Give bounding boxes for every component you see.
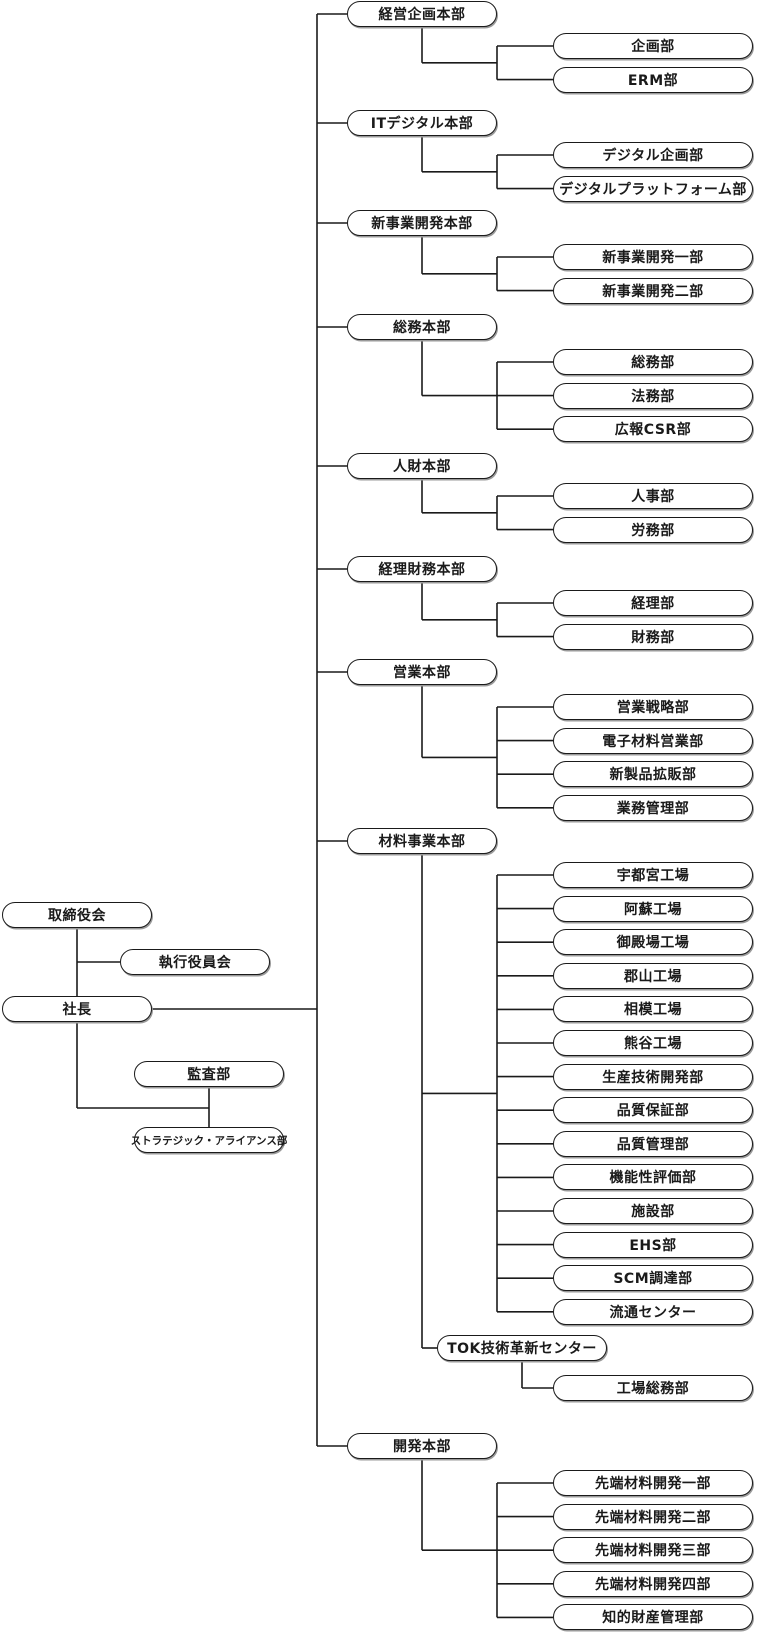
- division-box[interactable]: 新事業開発本部: [347, 210, 497, 236]
- dept-box[interactable]: 先端材料開発四部: [553, 1570, 753, 1597]
- division-box[interactable]: 人財本部: [347, 453, 497, 479]
- dept-box[interactable]: 品質管理部: [553, 1130, 753, 1157]
- dept-box[interactable]: 施設部: [553, 1198, 753, 1224]
- dept-box[interactable]: 知的財産管理部: [553, 1604, 753, 1631]
- executive-committee-box[interactable]: 執行役員会: [120, 949, 270, 975]
- dept-box[interactable]: 電子材料営業部: [553, 727, 753, 754]
- dept-box[interactable]: 生産技術開発部: [553, 1063, 753, 1090]
- center-box[interactable]: TOK技術革新センター: [437, 1335, 607, 1361]
- dept-box[interactable]: 業務管理部: [553, 794, 753, 821]
- dept-box[interactable]: 郡山工場: [553, 962, 753, 989]
- dept-box[interactable]: 財務部: [553, 623, 753, 650]
- division-box[interactable]: 総務本部: [347, 314, 497, 340]
- dept-box[interactable]: 工場総務部: [553, 1375, 753, 1401]
- dept-box[interactable]: 営業戦略部: [553, 694, 753, 720]
- dept-box[interactable]: 阿蘇工場: [553, 895, 753, 922]
- dept-box[interactable]: 総務部: [553, 349, 753, 375]
- dept-box[interactable]: 熊谷工場: [553, 1030, 753, 1056]
- dept-box[interactable]: 御殿場工場: [553, 929, 753, 956]
- dept-box[interactable]: 宇都宮工場: [553, 862, 753, 888]
- dept-box[interactable]: SCM調達部: [553, 1265, 753, 1292]
- audit-box[interactable]: 監査部: [134, 1061, 284, 1087]
- dept-box[interactable]: 先端材料開発一部: [553, 1470, 753, 1496]
- dept-box[interactable]: 品質保証部: [553, 1097, 753, 1124]
- dept-box[interactable]: 相模工場: [553, 996, 753, 1023]
- division-box[interactable]: 経営企画本部: [347, 1, 497, 27]
- division-box[interactable]: 経理財務本部: [347, 556, 497, 582]
- dept-box[interactable]: 労務部: [553, 516, 753, 543]
- dept-box[interactable]: 法務部: [553, 382, 753, 409]
- president-box[interactable]: 社長: [2, 996, 152, 1022]
- dept-box[interactable]: 人事部: [553, 483, 753, 509]
- dept-box[interactable]: ERM部: [553, 66, 753, 93]
- dept-box[interactable]: 流通センター: [553, 1298, 753, 1325]
- dept-box[interactable]: 新事業開発一部: [553, 244, 753, 270]
- division-box[interactable]: 営業本部: [347, 659, 497, 685]
- division-box[interactable]: 開発本部: [347, 1433, 497, 1459]
- dept-box[interactable]: EHS部: [553, 1231, 753, 1258]
- dept-box[interactable]: デジタルプラットフォーム部: [553, 175, 753, 202]
- dept-box[interactable]: 新事業開発二部: [553, 277, 753, 304]
- dept-box[interactable]: デジタル企画部: [553, 142, 753, 168]
- dept-box[interactable]: 先端材料開発三部: [553, 1537, 753, 1564]
- dept-box[interactable]: 企画部: [553, 33, 753, 59]
- division-box[interactable]: ITデジタル本部: [347, 110, 497, 136]
- dept-box[interactable]: 新製品拡販部: [553, 761, 753, 788]
- dept-box[interactable]: 広報CSR部: [553, 416, 753, 443]
- board-box[interactable]: 取締役会: [2, 902, 152, 928]
- dept-box[interactable]: 先端材料開発二部: [553, 1503, 753, 1530]
- division-box[interactable]: 材料事業本部: [347, 828, 497, 854]
- dept-box[interactable]: 経理部: [553, 590, 753, 616]
- strategic-alliance-box[interactable]: ストラテジック・アライアンス部: [131, 1127, 287, 1153]
- dept-box[interactable]: 機能性評価部: [553, 1164, 753, 1191]
